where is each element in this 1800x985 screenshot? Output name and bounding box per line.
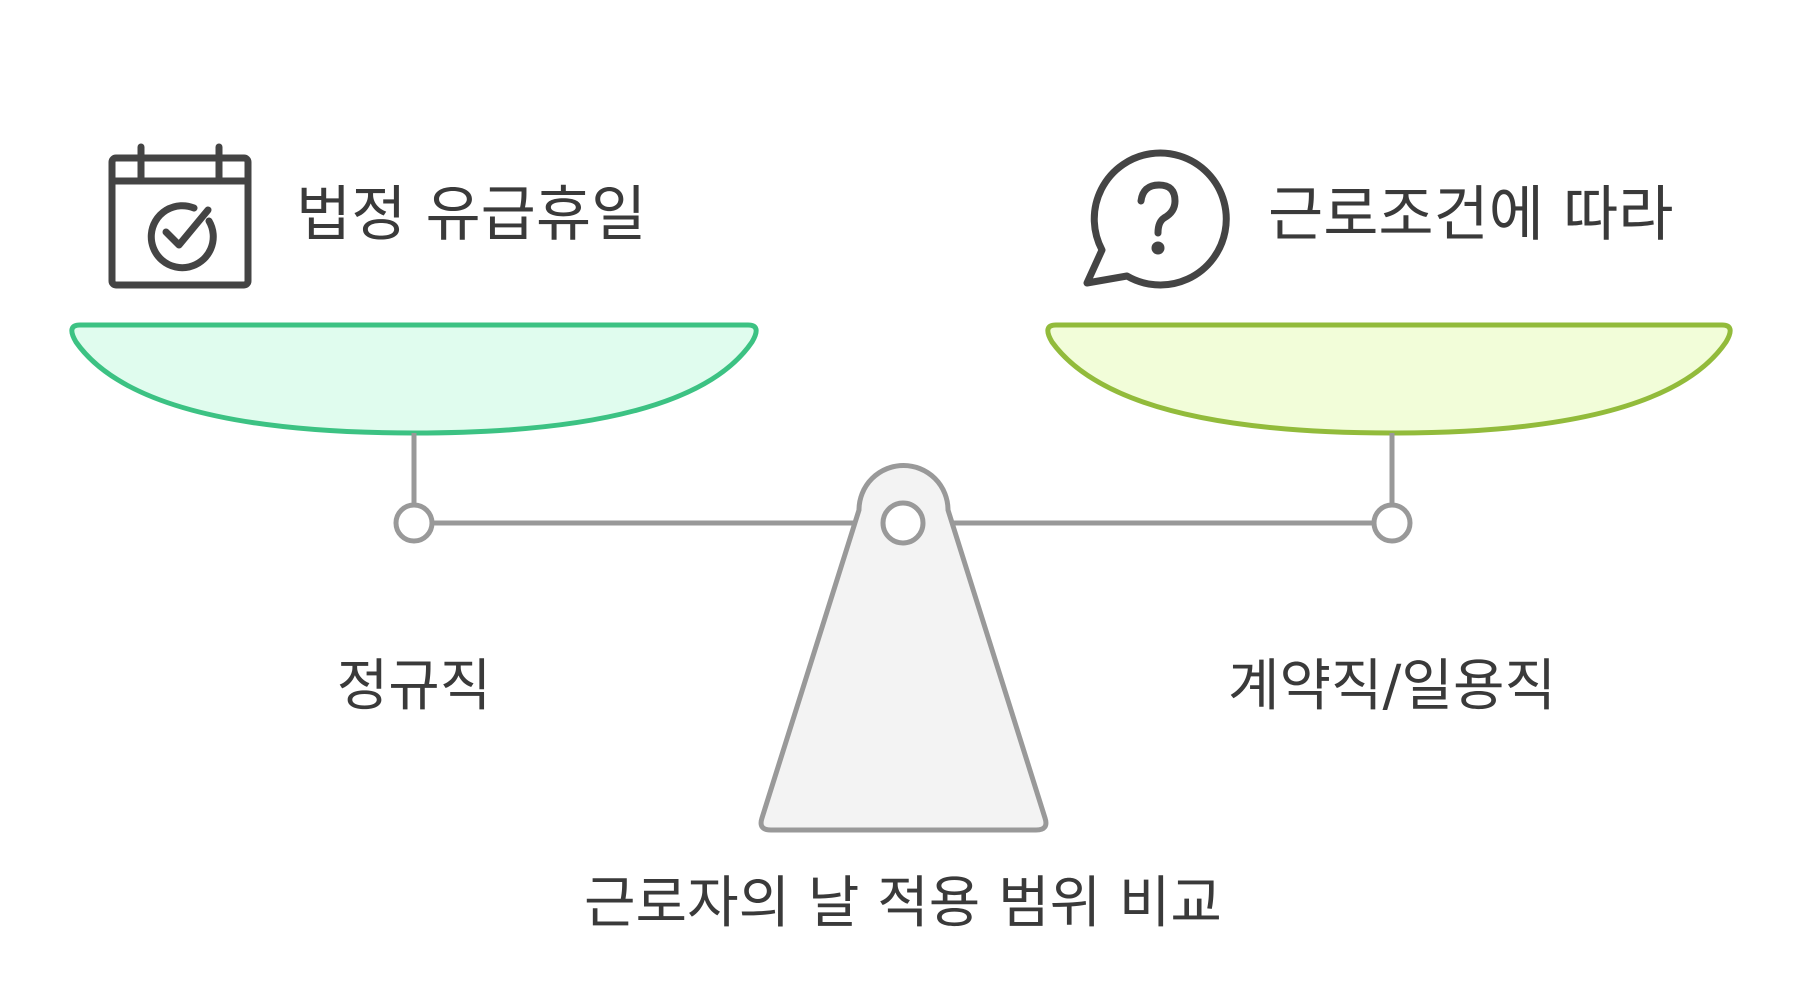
pivot-circle: [880, 500, 926, 546]
right-pan: [1045, 322, 1733, 436]
question-bubble-icon: [1083, 149, 1230, 289]
right-hinge-circle: [1371, 502, 1413, 544]
left-hinge-circle: [393, 502, 435, 544]
right-side-label: 계약직/일용직: [1228, 654, 1556, 719]
left-pan-title: 법정 유급휴일: [296, 180, 646, 250]
right-pan-title: 근로조건에 따라: [1268, 180, 1673, 250]
calendar-check-icon: [108, 143, 252, 289]
diagram-caption: 근로자의 날 적용 범위 비교: [584, 871, 1222, 936]
left-side-label: 정규직: [337, 654, 492, 719]
fulcrum-base: [758, 463, 1049, 833]
left-pan: [69, 322, 759, 436]
